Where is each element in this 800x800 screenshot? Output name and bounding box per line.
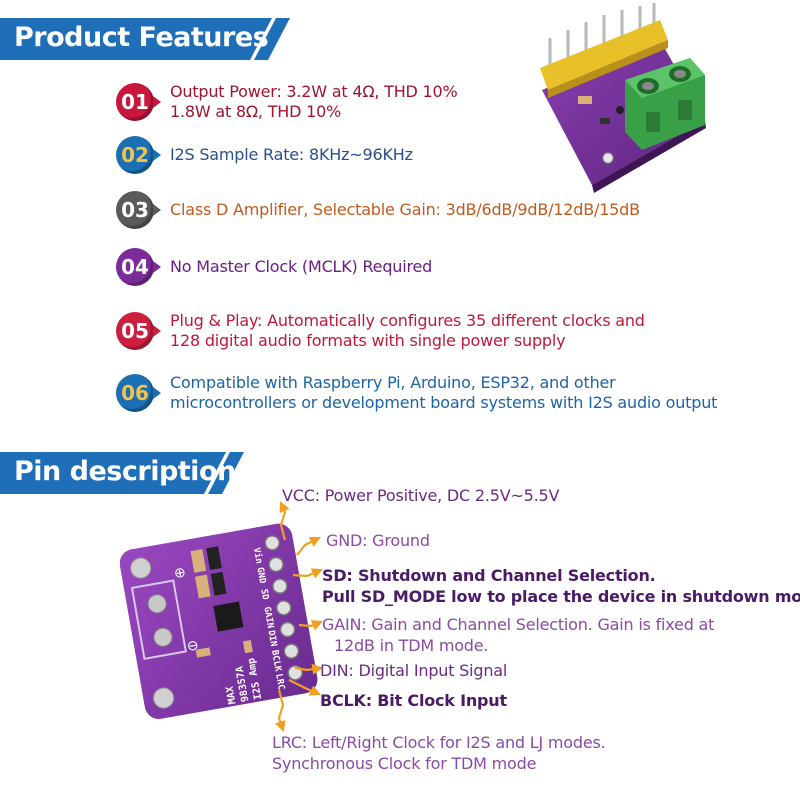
feature-item: 03 Class D Amplifier, Selectable Gain: 3d…	[116, 191, 640, 229]
feature-text-line: Output Power: 3.2W at 4Ω, THD 10%	[170, 82, 458, 101]
feature-item: 04 No Master Clock (MCLK) Required	[116, 248, 432, 286]
silk-pin-din: DIN	[266, 630, 279, 648]
arrow-bclk	[288, 679, 322, 696]
feature-number-badge: 01	[116, 83, 161, 121]
banner-shape	[0, 18, 290, 60]
arrow-lrc	[274, 689, 286, 733]
pin-label-bclk-line: BCLK: Bit Clock Input	[320, 691, 507, 710]
feature-text-line: Plug & Play: Automatically configures 35…	[170, 311, 645, 330]
pin-label-gnd-line: GND: Ground	[326, 531, 430, 550]
feature-item: 06 Compatible with Raspberry Pi, Arduino,…	[116, 373, 717, 413]
pin-label-din-line: DIN: Digital Input Signal	[320, 661, 508, 680]
pin-description-banner: Pin description	[0, 452, 250, 494]
silk-pin-vin: Vin	[251, 547, 265, 565]
pin-label-lrc-line: Synchronous Clock for TDM mode	[272, 754, 537, 773]
feature-number-badge: 05	[116, 312, 161, 350]
feature-text: No Master Clock (MCLK) Required	[170, 257, 432, 277]
pin-label-gain-line: 12dB in TDM mode.	[334, 636, 489, 655]
feature-text-line: Compatible with Raspberry Pi, Arduino, E…	[170, 373, 616, 392]
silk-pin-bclk: BCLK	[269, 649, 283, 673]
pin-label-sd: SD: Shutdown and Channel Selection. Pull…	[322, 565, 800, 607]
module-board-diagram: Vin GND SD GAIN DIN BCLK LRC MAX 98357A …	[120, 523, 318, 720]
banner-shape	[0, 452, 244, 494]
feature-text: I2S Sample Rate: 8KHz~96KHz	[170, 145, 413, 165]
pin-description-title: Pin description	[14, 456, 236, 487]
feature-text: Output Power: 3.2W at 4Ω, THD 10%1.8W at…	[170, 82, 458, 122]
arrow-gain	[298, 620, 324, 631]
pin-label-vcc: VCC: Power Positive, DC 2.5V~5.5V	[282, 485, 559, 506]
arrow-din	[294, 663, 324, 675]
pin-label-gain: GAIN: Gain and Channel Selection. Gain i…	[322, 614, 714, 656]
pin-label-sd-line: Pull SD_MODE low to place the device in …	[322, 587, 800, 606]
feature-item: 05 Plug & Play: Automatically configures …	[116, 311, 645, 351]
product-features-title: Product Features	[14, 22, 269, 53]
feature-text: Plug & Play: Automatically configures 35…	[170, 311, 645, 351]
feature-text-line: I2S Sample Rate: 8KHz~96KHz	[170, 145, 413, 164]
feature-number-badge: 03	[116, 191, 161, 229]
feature-text-line: microcontrollers or development board sy…	[170, 393, 718, 412]
feature-number-badge: 06	[116, 374, 161, 412]
silk-pin-gnd: GND	[254, 567, 267, 585]
pin-label-bclk: BCLK: Bit Clock Input	[320, 690, 507, 711]
arrow-gnd	[296, 537, 321, 556]
feature-item: 02 I2S Sample Rate: 8KHz~96KHz	[116, 136, 413, 174]
pin-label-din: DIN: Digital Input Signal	[320, 660, 507, 681]
pin-label-sd-line: SD: Shutdown and Channel Selection.	[322, 566, 656, 585]
arrow-vcc	[279, 500, 290, 541]
chip-label-max: MAX	[225, 685, 239, 705]
feature-text-line: No Master Clock (MCLK) Required	[170, 257, 433, 276]
feature-text-line: 1.8W at 8Ω, THD 10%	[170, 102, 342, 121]
product-features-banner: Product Features	[0, 18, 290, 60]
pin-label-gnd: GND: Ground	[326, 530, 430, 551]
feature-text: Class D Amplifier, Selectable Gain: 3dB/…	[170, 200, 640, 220]
feature-number-badge: 02	[116, 136, 161, 174]
pin-label-lrc-line: LRC: Left/Right Clock for I2S and LJ mod…	[272, 733, 606, 752]
pin-label-lrc: LRC: Left/Right Clock for I2S and LJ mod…	[272, 732, 606, 774]
feature-text-line: Class D Amplifier, Selectable Gain: 3dB/…	[170, 200, 640, 219]
module-photo-top	[540, 3, 706, 193]
arrow-sd	[292, 568, 324, 579]
minus-sign-icon: ⊖	[186, 637, 200, 655]
feature-number-badge: 04	[116, 248, 161, 286]
feature-text: Compatible with Raspberry Pi, Arduino, E…	[170, 373, 717, 413]
feature-text-line: 128 digital audio formats with single po…	[170, 331, 566, 350]
pin-arrows	[274, 500, 324, 733]
pin-label-vcc-line: VCC: Power Positive, DC 2.5V~5.5V	[282, 486, 560, 505]
plus-sign-icon: ⊕	[173, 564, 187, 582]
silk-pin-lrc: LRC	[273, 673, 286, 691]
silk-pin-gain: GAIN	[261, 606, 275, 629]
pin-label-gain-line: GAIN: Gain and Channel Selection. Gain i…	[322, 615, 715, 634]
silk-pin-sd: SD	[258, 588, 270, 601]
